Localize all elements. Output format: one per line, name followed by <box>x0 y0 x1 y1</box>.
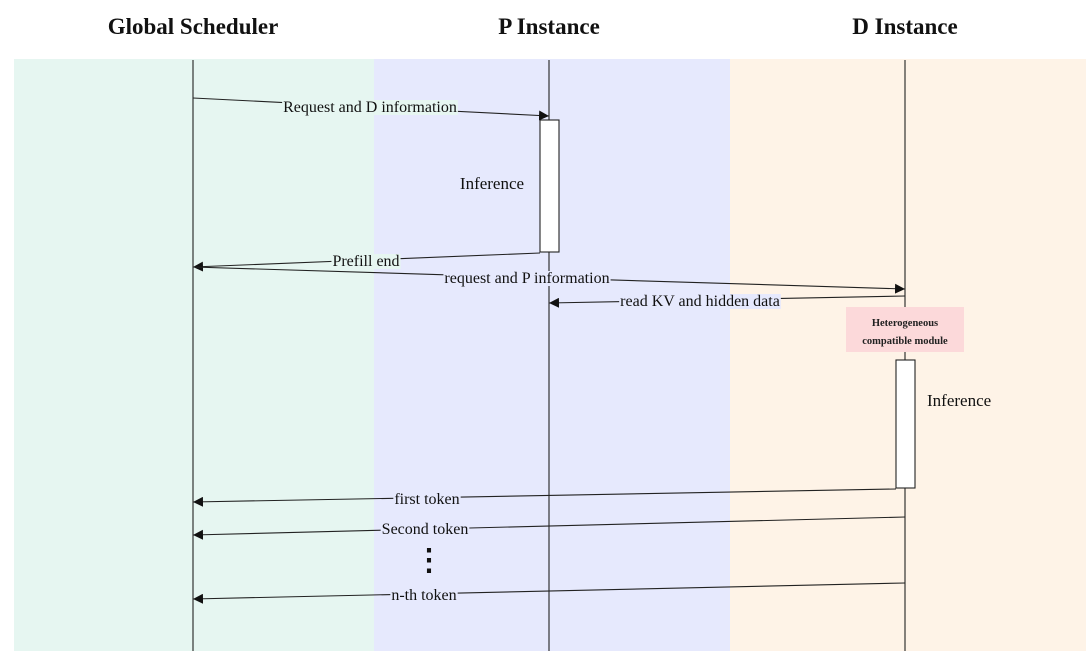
message-label-request-d-info: Request and D information <box>283 99 457 116</box>
lane-global-scheduler <box>14 59 374 651</box>
message-label-read-kv: read KV and hidden data <box>620 293 780 310</box>
activation-d-inference <box>895 359 916 489</box>
lane-d-instance <box>730 59 1086 651</box>
label-p-inference: Inference <box>460 174 524 193</box>
message-label-first-token: first token <box>394 491 459 508</box>
message-label-prefill-end: Prefill end <box>332 253 399 270</box>
message-arrow-second-token <box>192 516 906 540</box>
message-label-background <box>282 100 458 115</box>
ellipsis-vertical: ⋮ <box>414 544 444 577</box>
message-label-second-token: Second token <box>382 521 469 538</box>
message-arrow-nth-token <box>192 582 906 604</box>
label-d-inference: Inference <box>927 391 991 410</box>
message-label-background <box>393 492 461 507</box>
message-label-background <box>380 522 470 537</box>
message-label-background <box>390 588 458 603</box>
message-label-background <box>331 254 401 269</box>
message-label-nth-token: n-th token <box>391 587 456 604</box>
activation-p-inference <box>539 119 560 253</box>
message-arrow-first-token <box>192 488 897 507</box>
message-label-request-p-info: request and P information <box>444 270 609 287</box>
module-label-line2: compatible module <box>862 336 948 347</box>
lane-title-d-instance: D Instance <box>852 14 957 39</box>
lane-title-p-instance: P Instance <box>498 14 600 39</box>
module-label-line1: Heterogeneous <box>872 318 938 329</box>
message-label-background <box>443 271 611 286</box>
lane-title-global-scheduler: Global Scheduler <box>108 14 279 39</box>
message-label-background <box>619 294 781 309</box>
heterogeneous-module-box <box>846 307 964 352</box>
